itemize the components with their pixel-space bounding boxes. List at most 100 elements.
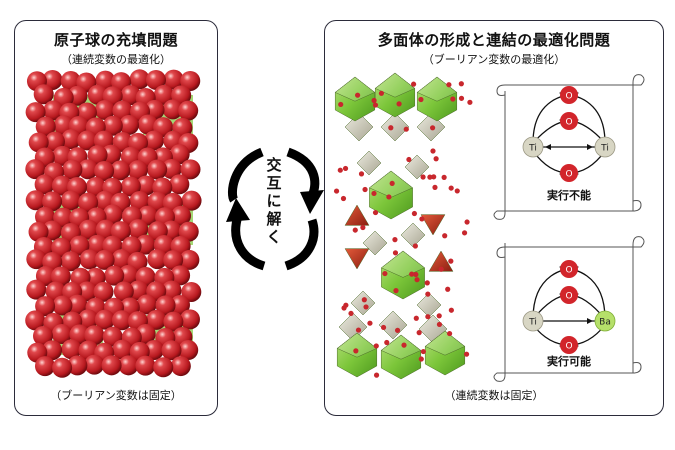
atom-sphere (180, 70, 201, 91)
oxygen-dot (396, 101, 402, 107)
o-node-3 (560, 164, 578, 182)
atom-sphere (169, 174, 190, 195)
oxygen-dot (441, 174, 447, 180)
atom-sphere (77, 159, 98, 180)
feasible-caption: 実行可能 (547, 354, 591, 368)
atom-sphere (171, 205, 192, 226)
atom-sphere (33, 325, 54, 346)
oxygen-dot (394, 327, 401, 333)
atom-sphere (67, 355, 88, 376)
oxygen-dot (432, 184, 438, 190)
octahedron-facet (380, 334, 422, 360)
oxygen-dot (420, 174, 426, 180)
right-title: 多面体の形成と連結の最適化問題 (377, 31, 611, 49)
oxygen-dot (333, 188, 340, 194)
atom-sphere (93, 281, 114, 302)
oxygen-dot (392, 237, 398, 243)
oxygen-dot (461, 230, 468, 236)
atom-sphere (87, 234, 108, 255)
left-footer: （ブーリアン変数は固定） (50, 389, 182, 402)
oxygen-dot (362, 186, 368, 193)
atom-sphere (25, 310, 46, 331)
atom-sphere (163, 311, 184, 332)
atom-sphere (78, 219, 99, 240)
atom-sphere (52, 145, 73, 166)
atom-sphere (111, 249, 132, 270)
red-tetrahedron (420, 214, 446, 236)
oxygen-dot (413, 315, 419, 321)
oxygen-dot (438, 266, 444, 272)
atom-sphere (120, 85, 141, 106)
octahedron-facet (380, 250, 426, 278)
atom-sphere (136, 175, 157, 196)
atom-sphere (79, 249, 100, 270)
oxygen-dot (340, 195, 347, 202)
atom-sphere (67, 294, 88, 315)
left-subtitle: （連続変数の最適化） (61, 53, 171, 66)
oxygen-dot (442, 233, 448, 239)
atom-sphere (136, 294, 157, 315)
o-node-3-label: O (565, 342, 572, 352)
oxygen-dot (463, 351, 470, 357)
oxygen-dot (430, 125, 436, 131)
atom-sphere (120, 176, 141, 197)
oxygen-dot (401, 342, 407, 348)
atom-sphere (94, 309, 115, 330)
oxygen-dot (378, 90, 385, 96)
o-node-2-label: O (565, 118, 572, 128)
oxygen-dot (418, 356, 424, 362)
atom-sphere (51, 175, 72, 196)
oxygen-dot (414, 277, 420, 283)
oxygen-dot (420, 348, 426, 355)
o-node-1 (560, 86, 578, 104)
atom-sphere (137, 114, 158, 135)
oxygen-dot (373, 372, 380, 378)
atom-sphere (163, 69, 184, 90)
atom-sphere (84, 325, 105, 346)
atom-sphere (118, 355, 139, 376)
atom-sphere (87, 84, 108, 105)
atom-sphere (128, 219, 149, 240)
polyhedra-structure-illustration (333, 72, 473, 380)
oxygen-dot (433, 156, 439, 162)
atom-sphere (94, 160, 115, 181)
oxygen-dot (373, 343, 379, 349)
atom-sphere (60, 251, 81, 272)
oxygen-dot (386, 194, 392, 200)
scroll-infeasible: O O O Ti Ti 実行不能 (493, 74, 645, 220)
gray-polyhedron (380, 112, 410, 142)
oxygen-dot (382, 270, 388, 277)
atom-sphere (127, 160, 148, 181)
oxygen-dot (352, 227, 358, 233)
oxygen-dot (427, 174, 433, 180)
sphere-packing-illustration (25, 69, 202, 378)
oxygen-dot (467, 99, 473, 105)
oxygen-dot (424, 280, 430, 286)
o-node-1 (560, 260, 578, 278)
octahedron-facet (336, 332, 378, 358)
atom-sphere (169, 294, 190, 315)
atom-sphere (61, 129, 82, 150)
oxygen-dot (353, 348, 359, 354)
ti-node-right-label: Ti (600, 144, 609, 154)
atom-sphere (155, 295, 176, 316)
oxygen-dot (412, 243, 418, 249)
oxygen-dot (371, 190, 377, 197)
ti-node-left-label: Ti (528, 144, 537, 154)
atom-sphere (119, 114, 140, 135)
ba-node (594, 310, 616, 332)
atom-sphere (129, 190, 150, 211)
atom-sphere (161, 159, 182, 180)
oxygen-dot (388, 125, 394, 131)
oxygen-dot (411, 81, 417, 87)
atom-sphere (181, 190, 202, 211)
ti-node-right (594, 136, 616, 158)
oxygen-dot (430, 148, 436, 154)
oxygen-dot (360, 224, 366, 231)
atom-sphere (25, 190, 46, 211)
oxygen-dot (448, 185, 454, 191)
atom-sphere (77, 130, 98, 151)
atom-sphere (34, 356, 55, 377)
atom-sphere (35, 296, 56, 317)
graph-infeasible: O O O Ti Ti (522, 86, 616, 182)
